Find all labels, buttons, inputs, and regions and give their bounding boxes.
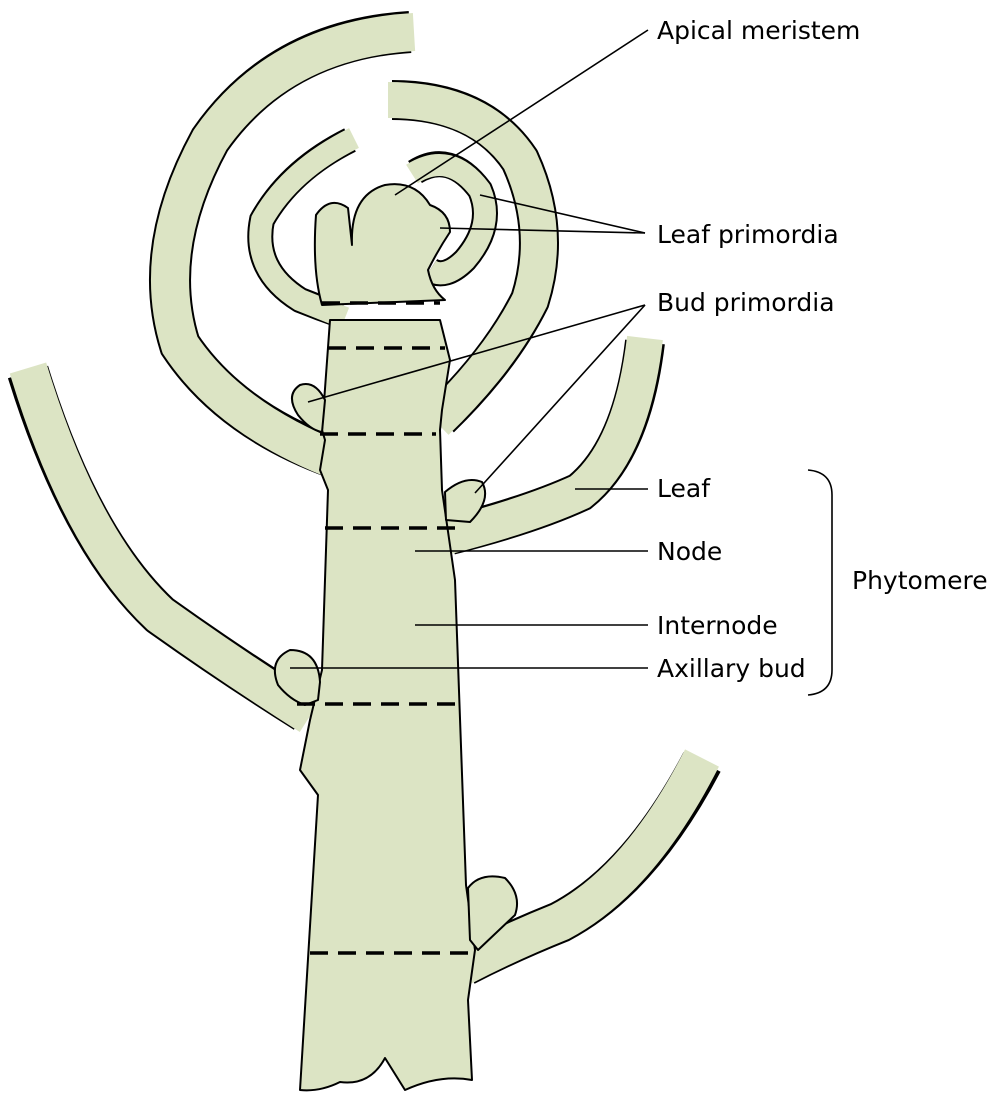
leaf-bottom-right: [451, 749, 721, 985]
leader-apical-meristem: [394, 29, 649, 196]
apical-meristem-dome: [313, 183, 451, 306]
leader-bud-primordia: [474, 304, 646, 494]
leaf-primordium-left: [247, 128, 359, 329]
axillary-bud-lower: [467, 875, 518, 951]
label-node: Node: [657, 537, 722, 566]
label-apical-meristem: Apical meristem: [657, 16, 860, 45]
phytomere-bracket: [807, 469, 833, 696]
leaf-outer-arc: [149, 11, 416, 480]
label-leaf: Leaf: [657, 474, 711, 503]
leaf-primordium-right: [406, 151, 498, 287]
bud-primordium-upper-right: [444, 479, 486, 523]
label-bud-primordia: Bud primordia: [657, 288, 835, 317]
label-internode: Internode: [657, 611, 778, 640]
leaf-bottom-left: [7, 362, 321, 733]
leader-bud-primordia: [307, 304, 646, 403]
bud-primordium: [291, 383, 326, 433]
label-phytomere: Phytomere: [852, 566, 988, 595]
axillary-bud: [274, 649, 321, 706]
leader-leaf-primordia: [439, 227, 646, 234]
leader-leaf-primordia: [479, 194, 646, 234]
label-leaf-primordia: Leaf primordia: [657, 220, 839, 249]
label-axillary-bud: Axillary bud: [657, 654, 806, 683]
leaf-upper-right: [440, 335, 665, 555]
